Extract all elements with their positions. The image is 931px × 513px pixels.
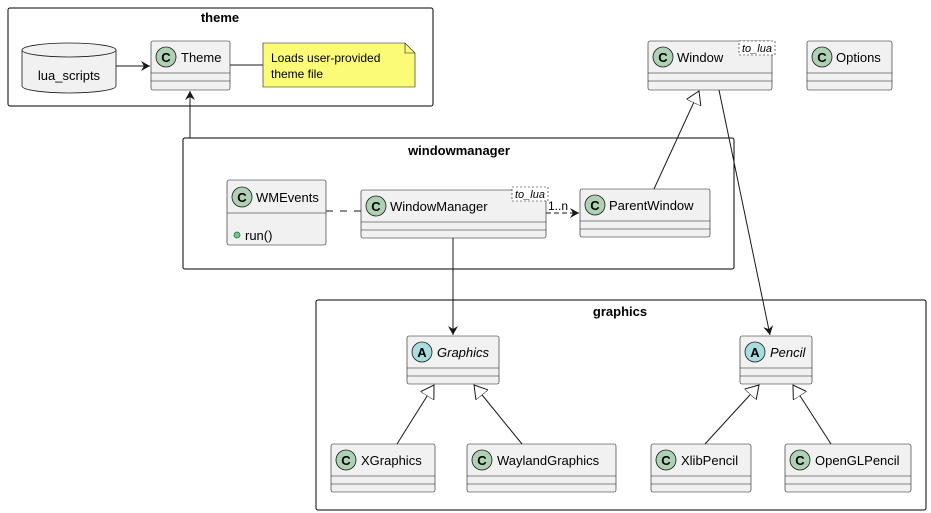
class-waylandgraphics: C WaylandGraphics <box>466 443 617 493</box>
package-windowmanager: windowmanager <box>182 137 735 270</box>
edge-window-to-pencil <box>718 89 774 336</box>
class-xlibpencil: C XlibPencil <box>650 443 752 493</box>
class-kind-letter: C <box>661 453 671 468</box>
package-graphics: graphics <box>315 299 927 511</box>
class-theme: C Theme <box>150 40 231 91</box>
class-kind-letter: C <box>590 198 600 213</box>
class-badge-icon <box>335 449 357 471</box>
class-window: C Window to_lua <box>647 40 776 91</box>
class-windowmanager: C WindowManager to_lua <box>360 186 549 239</box>
class-kind-letter: C <box>237 190 247 205</box>
package-graphics-title: graphics <box>593 304 647 319</box>
class-badge-icon <box>789 449 811 471</box>
edge-xgraphics-extends-graphics <box>396 385 434 445</box>
note-line-2: theme file <box>271 67 323 81</box>
class-badge-icon <box>365 195 387 217</box>
package-theme: theme <box>7 7 434 107</box>
class-xgraphics: C XGraphics <box>330 443 436 493</box>
class-badge-icon <box>471 449 493 471</box>
class-kind-letter: C <box>161 50 171 65</box>
class-graphics: A Graphics <box>406 335 500 385</box>
note-line-1: Loads user-provided <box>271 51 380 65</box>
class-waylandgraphics-name: WaylandGraphics <box>497 453 600 468</box>
class-kind-letter: C <box>795 453 805 468</box>
class-openglpencil: C OpenGLPencil <box>784 443 912 493</box>
class-graphics-name: Graphics <box>437 345 490 360</box>
class-kind-letter: C <box>371 199 381 214</box>
package-theme-title: theme <box>201 10 239 25</box>
abstract-badge-icon <box>411 341 433 363</box>
class-pencil-name: Pencil <box>770 345 807 360</box>
class-options: C Options <box>806 40 893 91</box>
class-kind-letter: C <box>477 453 487 468</box>
abstract-badge-icon <box>744 341 766 363</box>
class-openglpencil-name: OpenGLPencil <box>815 453 900 468</box>
class-xlibpencil-name: XlibPencil <box>681 453 738 468</box>
class-kind-letter: C <box>817 50 827 65</box>
edge-xlibpencil-extends-pencil <box>704 385 759 445</box>
class-kind-letter: A <box>750 345 760 360</box>
method-run: run() <box>245 228 272 243</box>
class-badge-icon <box>231 186 253 208</box>
class-badge-icon <box>584 194 606 216</box>
class-pencil: A Pencil <box>739 335 813 385</box>
database-label: lua_scripts <box>38 68 101 83</box>
edge-waylandgraphics-extends-graphics <box>474 385 523 445</box>
database-lua-scripts: lua_scripts <box>21 42 117 94</box>
class-wmevents: C WMEvents run() <box>226 179 327 246</box>
class-window-name: Window <box>677 50 724 65</box>
class-options-name: Options <box>836 50 881 65</box>
class-badge-icon <box>652 46 674 68</box>
note-theme-file: Loads user-provided theme file <box>262 42 416 88</box>
stereotype-label: to_lua <box>515 189 545 201</box>
class-xgraphics-name: XGraphics <box>361 453 422 468</box>
class-parentwindow-name: ParentWindow <box>609 198 694 213</box>
class-parentwindow: C ParentWindow <box>579 188 711 238</box>
class-wmevents-name: WMEvents <box>256 190 319 205</box>
edge-openglpencil-extends-pencil <box>793 385 832 445</box>
class-badge-icon <box>655 449 677 471</box>
class-theme-name: Theme <box>181 50 221 65</box>
class-kind-letter: A <box>417 345 427 360</box>
class-kind-letter: C <box>341 453 351 468</box>
public-method-icon <box>233 231 241 239</box>
package-windowmanager-title: windowmanager <box>407 143 510 158</box>
class-windowmanager-name: WindowManager <box>390 199 488 214</box>
edge-parentwindow-extends-window <box>653 91 699 190</box>
class-badge-icon <box>811 46 833 68</box>
stereotype-label: to_lua <box>742 43 772 55</box>
class-badge-icon <box>155 46 177 68</box>
class-kind-letter: C <box>658 50 668 65</box>
multiplicity-label: 1..n <box>548 199 568 213</box>
